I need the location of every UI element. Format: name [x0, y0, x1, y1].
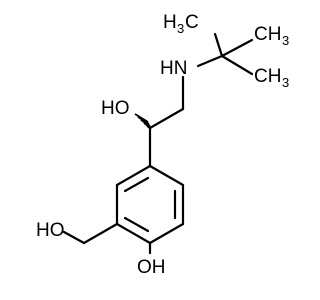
- atom-label-h3c-c: C: [185, 12, 199, 33]
- ring-bond: [115, 222, 152, 245]
- atom-label-h3c-sub: 3: [177, 21, 184, 36]
- hashed-wedge: [134, 113, 152, 130]
- atom-label-oh-phenol: OH: [137, 257, 166, 278]
- structure-canvas: HN H 3 C CH 3 CH 3 HO HO OH: [36, 12, 289, 278]
- ring-bond: [148, 222, 185, 245]
- bond-ch2-to-oh: [62, 230, 86, 245]
- benzene-ring: [115, 164, 185, 245]
- atom-label-oh-benzylic: HO: [101, 98, 130, 119]
- ring-double-bond: [123, 176, 150, 193]
- atom-label-ch3-bottom-sub: 3: [282, 75, 289, 90]
- molecule-drawing: HN H 3 C CH 3 CH 3 HO HO OH: [36, 12, 289, 278]
- atom-label-oh-alcohol: HO: [36, 220, 65, 241]
- bond-tbu-ch3-right: [220, 38, 254, 58]
- bond-chiral-to-ch2: [148, 107, 185, 130]
- atom-label-nh: HN: [160, 58, 187, 79]
- bond-tbu-ch3-top: [213, 32, 224, 58]
- ring-double-bond: [123, 216, 150, 233]
- bond-ring-to-ch2: [82, 222, 119, 245]
- atom-label-ch3-right: CH: [254, 24, 281, 45]
- ring-bond: [115, 164, 152, 187]
- atom-label-ch3-right-sub: 3: [282, 33, 289, 48]
- bond-n-to-tbu: [196, 54, 224, 68]
- atom-label-ch3-bottom: CH: [254, 66, 281, 87]
- bond-tbu-ch3-bottom: [220, 54, 254, 76]
- ring-bond: [148, 164, 185, 187]
- atom-label-h3c-h: H: [163, 12, 177, 33]
